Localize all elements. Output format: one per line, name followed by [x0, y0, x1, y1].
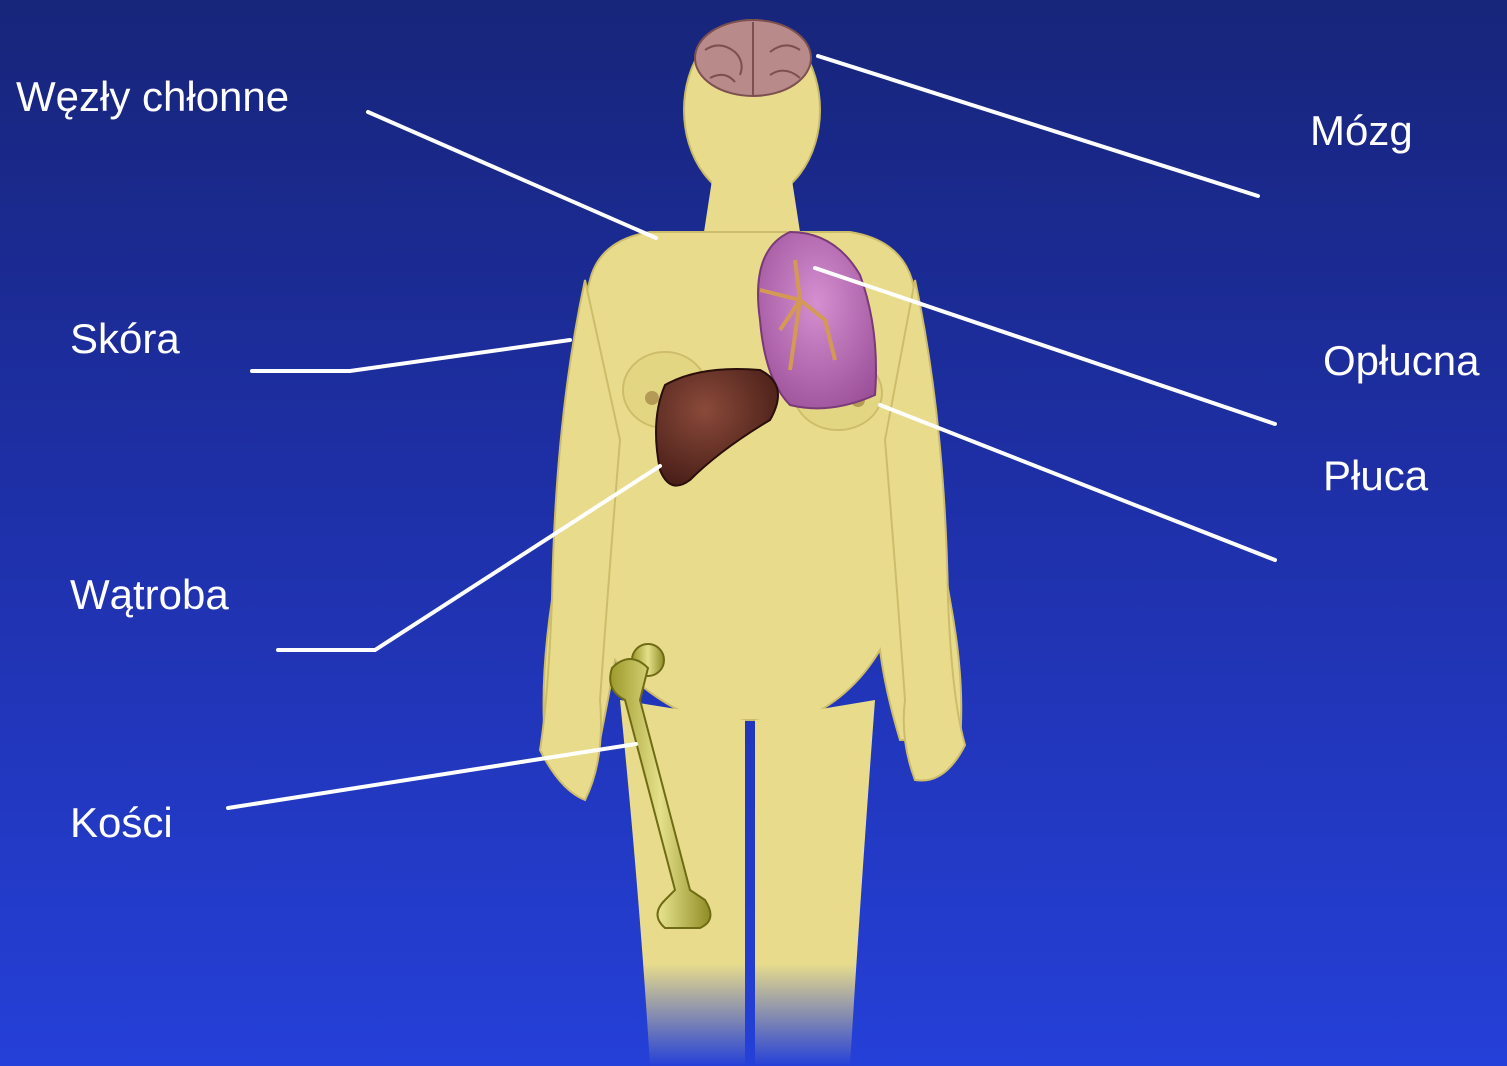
label-brain: Mózg: [1310, 110, 1413, 152]
leader-line-brain: [818, 56, 1258, 196]
label-lungs: Płuca: [1323, 455, 1428, 497]
left-nipple: [645, 391, 659, 405]
body-silhouette: [540, 20, 965, 1066]
label-skin: Skóra: [70, 318, 180, 360]
label-bones: Kości: [70, 802, 173, 844]
leader-line-lymph-nodes: [368, 112, 656, 238]
leader-line-skin: [252, 340, 570, 371]
label-pleura: Opłucna: [1323, 340, 1479, 382]
neck: [704, 180, 800, 232]
label-lymph-nodes: Węzły chłonne: [16, 76, 289, 118]
brain-organ: [695, 20, 811, 96]
right-leg: [755, 700, 875, 1066]
label-liver: Wątroba: [70, 574, 229, 616]
